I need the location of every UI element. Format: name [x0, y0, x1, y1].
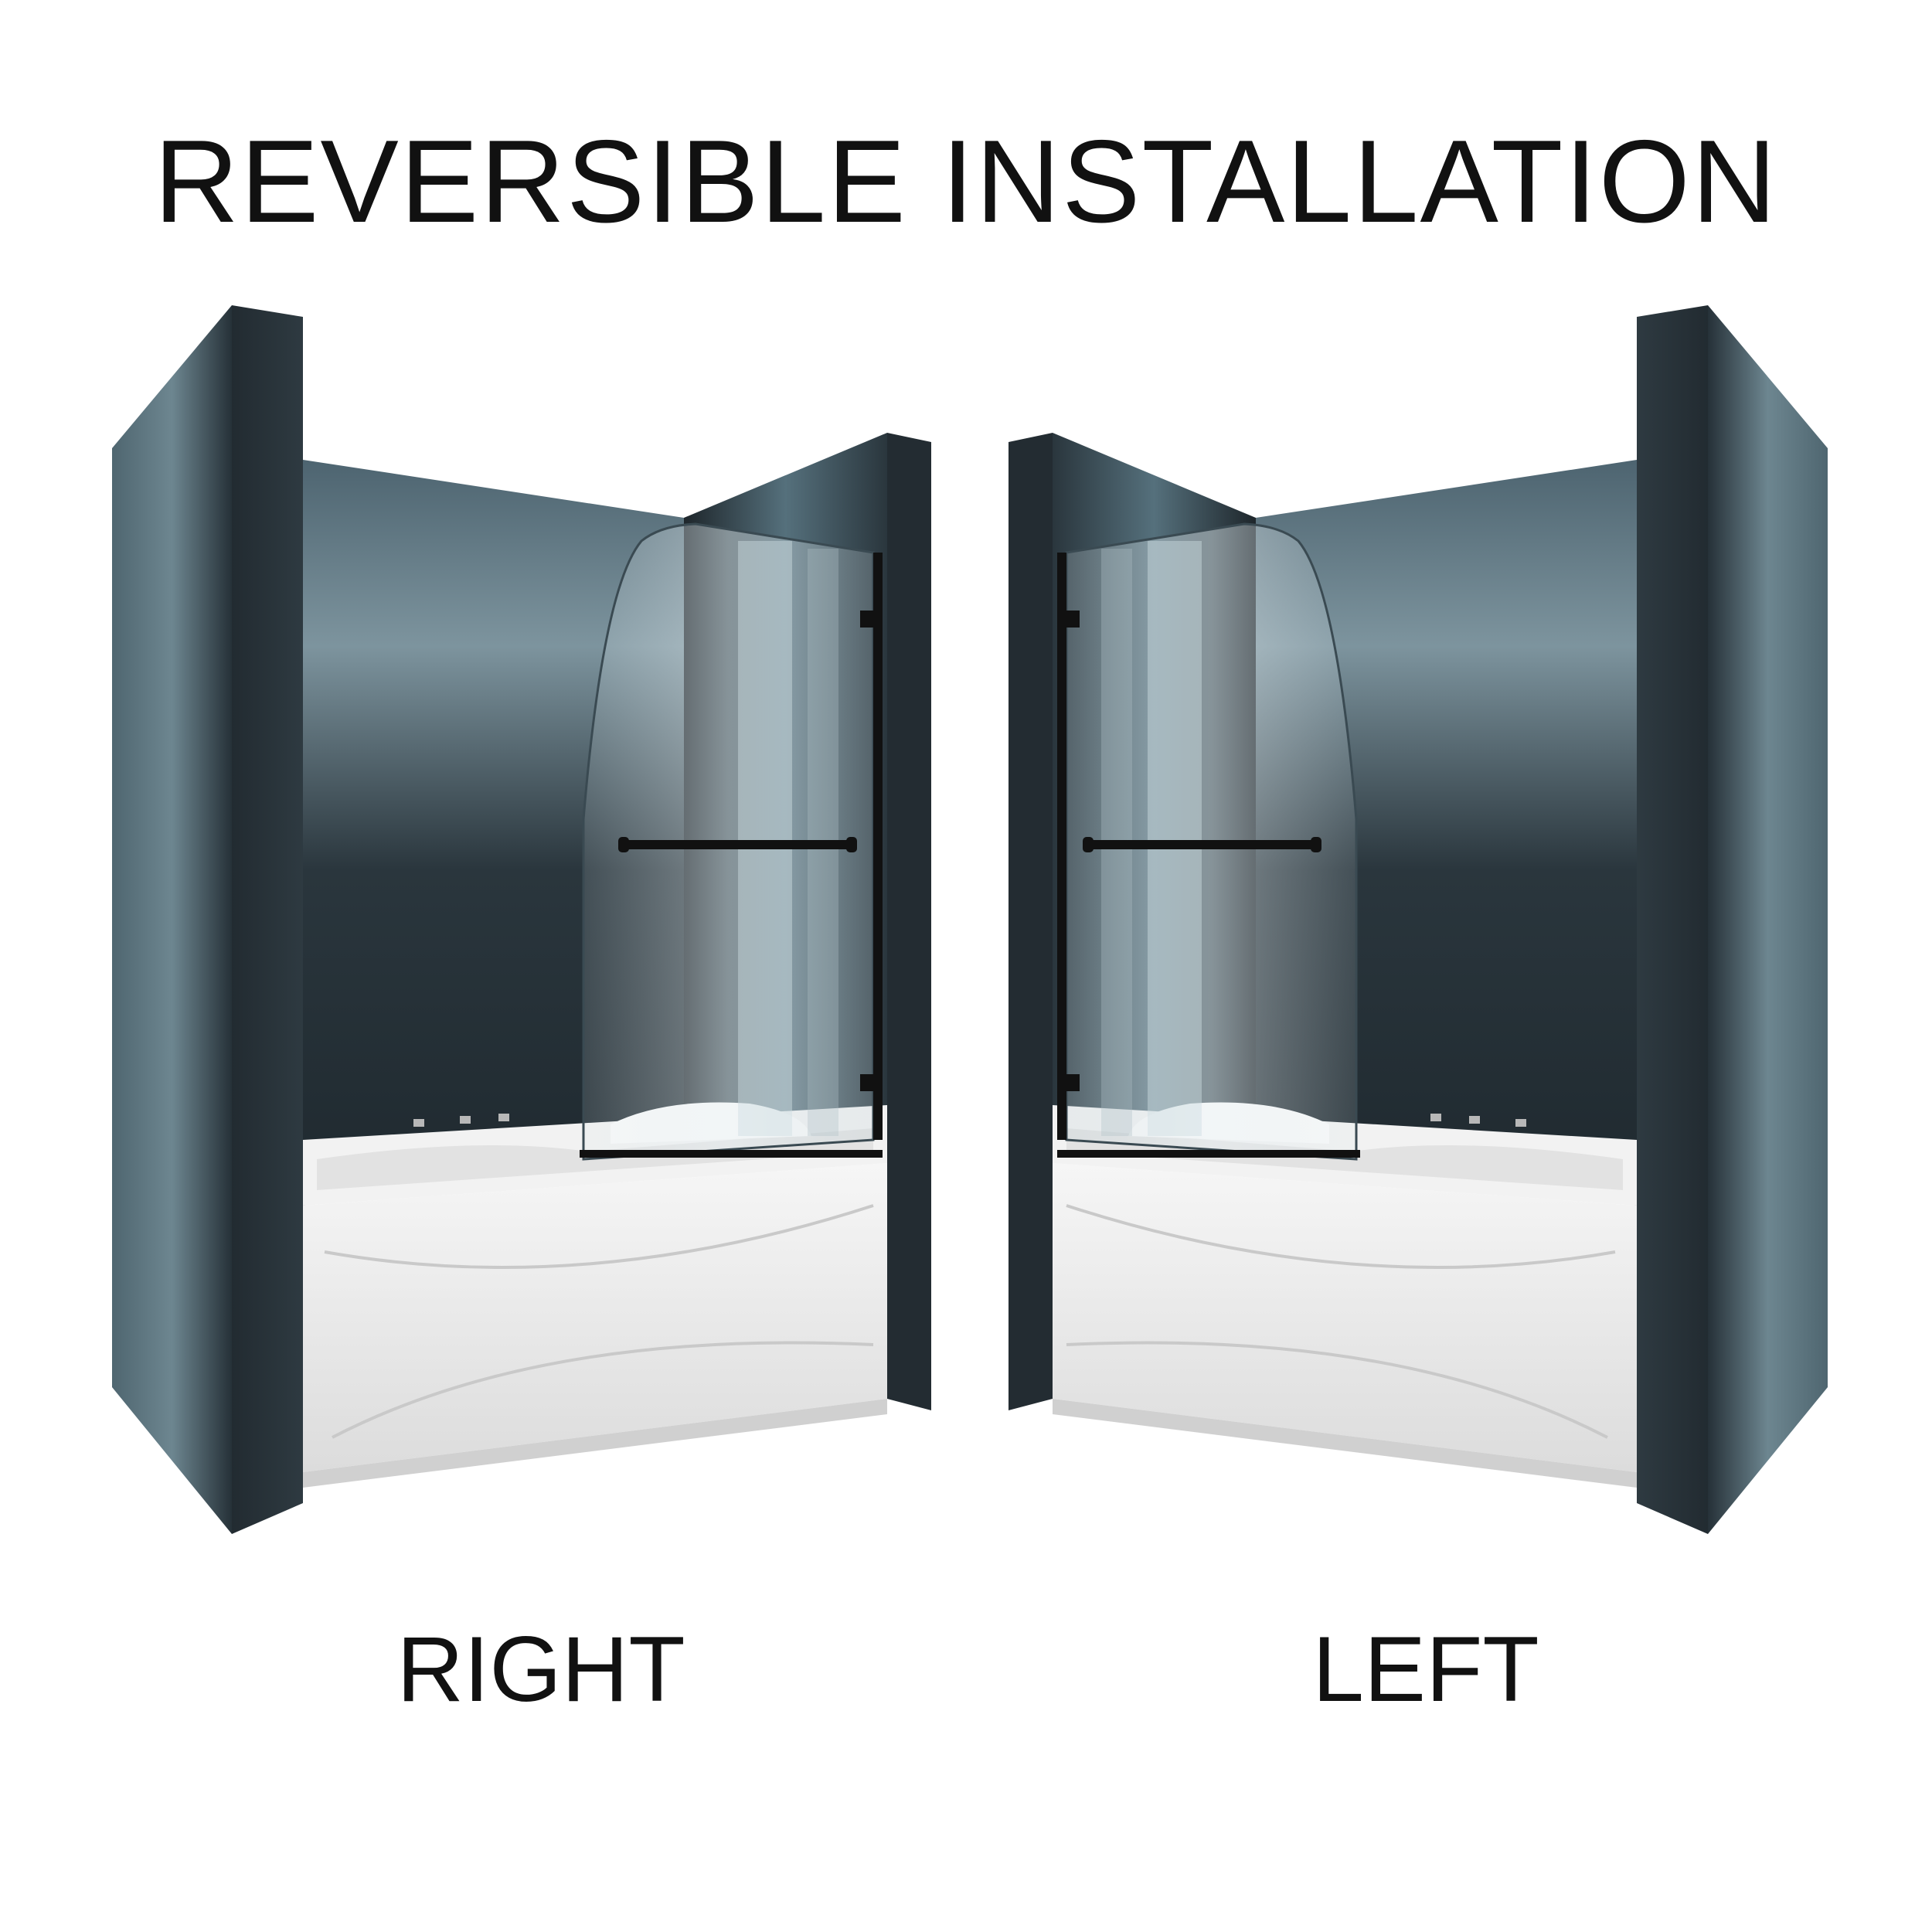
shower-bay-left [1007, 304, 1829, 1536]
page-title: REVERSIBLE INSTALLATION [154, 116, 1778, 247]
caption-right: RIGHT [396, 1617, 685, 1721]
caption-left: LEFT [1312, 1617, 1539, 1721]
shower-bay-right [111, 304, 933, 1536]
